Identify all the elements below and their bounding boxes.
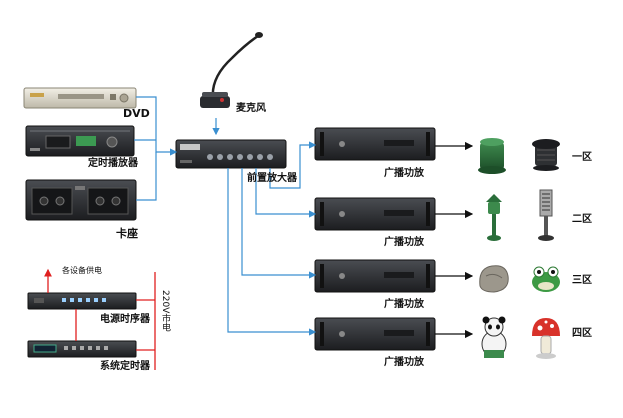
amplifier-3-label: 广播功放 (384, 299, 424, 310)
cassette-label: 卡座 (116, 227, 138, 240)
power-sequencer-device (27, 292, 137, 310)
amplifier-2-label: 广播功放 (384, 237, 424, 248)
power-sequencer-label: 电源时序器 (100, 314, 150, 325)
preamp-label: 前置放大器 (247, 173, 297, 184)
power-lines (44, 268, 156, 370)
device-power-label: 各设备供电 (62, 266, 102, 275)
zone-2-label: 二区 (572, 214, 592, 225)
signal-lines (134, 96, 317, 336)
zone4-mushroom-speaker (532, 318, 560, 359)
amplifier-1-label: 广播功放 (384, 168, 424, 179)
timer-player-label: 定时播放器 (88, 158, 138, 169)
zone4-panda-speaker (481, 316, 507, 358)
amplifier-4 (314, 317, 436, 351)
zone2-lamp-speaker (486, 194, 502, 241)
mains-power-label: 220V市电 (160, 290, 170, 332)
preamp-device (175, 139, 287, 169)
dvd-player (23, 87, 137, 109)
microphone-label: 麦克风 (236, 103, 266, 114)
cassette-deck (25, 179, 137, 221)
system-timer-device (27, 340, 137, 358)
microphone-device (200, 32, 263, 108)
output-lines (435, 141, 474, 339)
zone1-lawn-speaker (478, 138, 506, 174)
dvd-label: DVD (123, 107, 150, 120)
zone2-column-speaker (538, 189, 554, 241)
amplifier-4-label: 广播功放 (384, 357, 424, 368)
zone1-garden-speaker (532, 139, 560, 171)
zone-3-label: 三区 (572, 275, 592, 286)
zone3-rock-speaker (479, 265, 509, 293)
system-timer-label: 系统定时器 (100, 361, 150, 372)
amplifier-2 (314, 197, 436, 231)
amplifier-1 (314, 127, 436, 161)
zone3-frog-speaker (532, 266, 560, 292)
zone-4-label: 四区 (572, 328, 592, 339)
amplifier-3 (314, 259, 436, 293)
timer-player-device (25, 125, 135, 157)
zone-1-label: 一区 (572, 152, 592, 163)
